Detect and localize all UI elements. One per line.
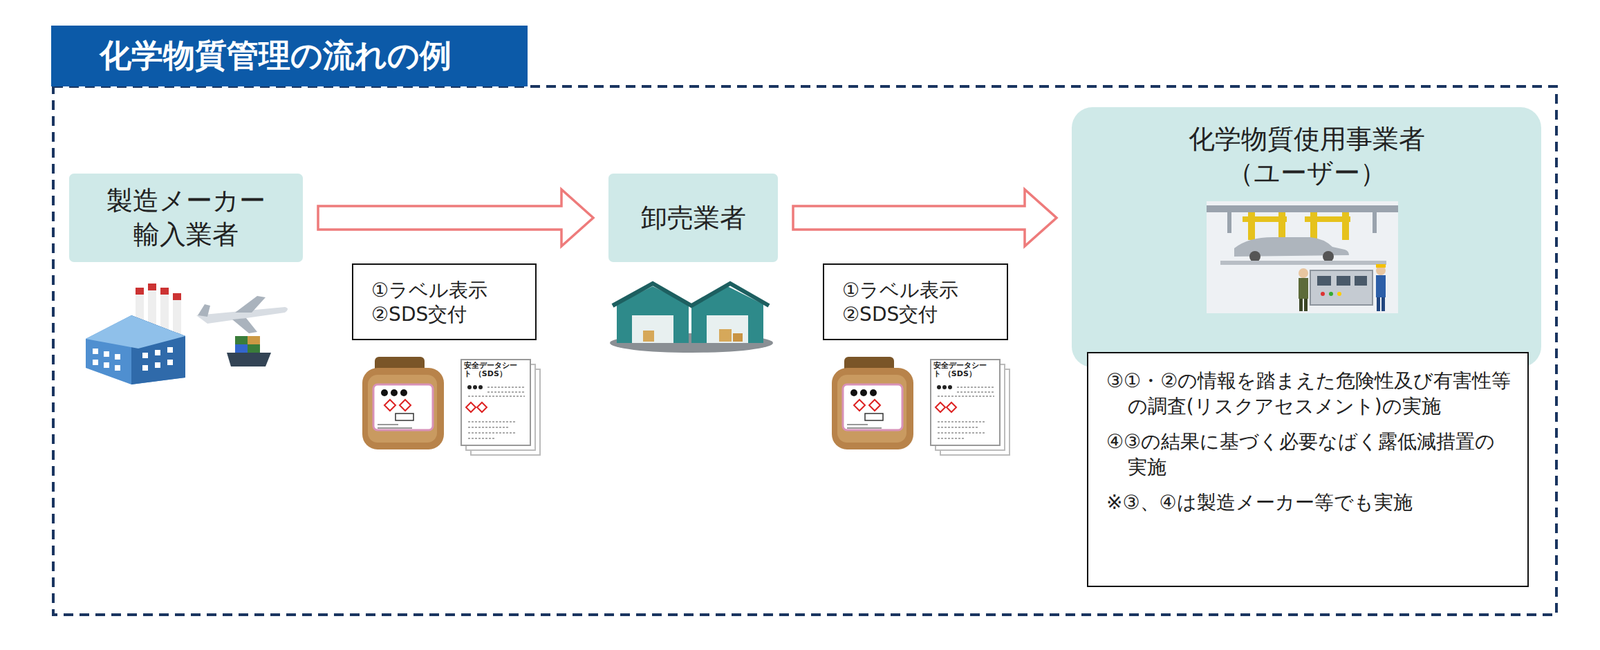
- sheet-heading: 安全データシート （SDS）: [463, 361, 521, 379]
- notes-box: ③①・②の情報を踏まえた危険性及び有害性等の調査(リスクアセスメント)の実施 ④③…: [1086, 351, 1529, 588]
- company-box: 製造メーカー 輸入業者: [69, 173, 303, 263]
- factory-line-illustration: [1206, 201, 1399, 314]
- node-label: ②SDS交付: [842, 302, 989, 327]
- node-label: 卸売業者: [640, 201, 747, 236]
- note-item: ③①・②の情報を踏まえた危険性及び有害性等の調査(リスクアセスメント)の実施: [1106, 368, 1513, 420]
- label-bottle: [362, 356, 444, 450]
- title-tab: 化学物質管理の流れの例: [51, 25, 528, 87]
- import-icon: [196, 295, 288, 367]
- node-label: 化学物質使用事業者 （ユーザー）: [1161, 122, 1453, 191]
- node-label: ①ラベル表示: [842, 277, 989, 303]
- info-box: ①ラベル表示②SDS交付: [351, 263, 537, 341]
- factory-icon: [85, 283, 186, 385]
- sds-sheets: [461, 359, 541, 455]
- sds-sheets: [930, 359, 1010, 455]
- flow-arrow: [793, 189, 1057, 247]
- label-bottle: [831, 356, 914, 450]
- sheet-heading: 安全データシート （SDS）: [933, 361, 991, 379]
- flow-arrow: [318, 189, 594, 247]
- node-label: ②SDS交付: [371, 302, 518, 327]
- note-item: ④③の結果に基づく必要なばく露低減措置の実施: [1106, 429, 1513, 481]
- note-item: ※③、④は製造メーカー等でも実施: [1106, 490, 1513, 516]
- node-label: 製造メーカー 輸入業者: [89, 183, 283, 251]
- warehouse-icon: [609, 283, 774, 353]
- user-panel: 化学物質使用事業者 （ユーザー）: [1071, 107, 1542, 368]
- info-box: ①ラベル表示②SDS交付: [822, 263, 1009, 341]
- company-box: 卸売業者: [608, 173, 778, 263]
- node-label: ①ラベル表示: [371, 277, 518, 303]
